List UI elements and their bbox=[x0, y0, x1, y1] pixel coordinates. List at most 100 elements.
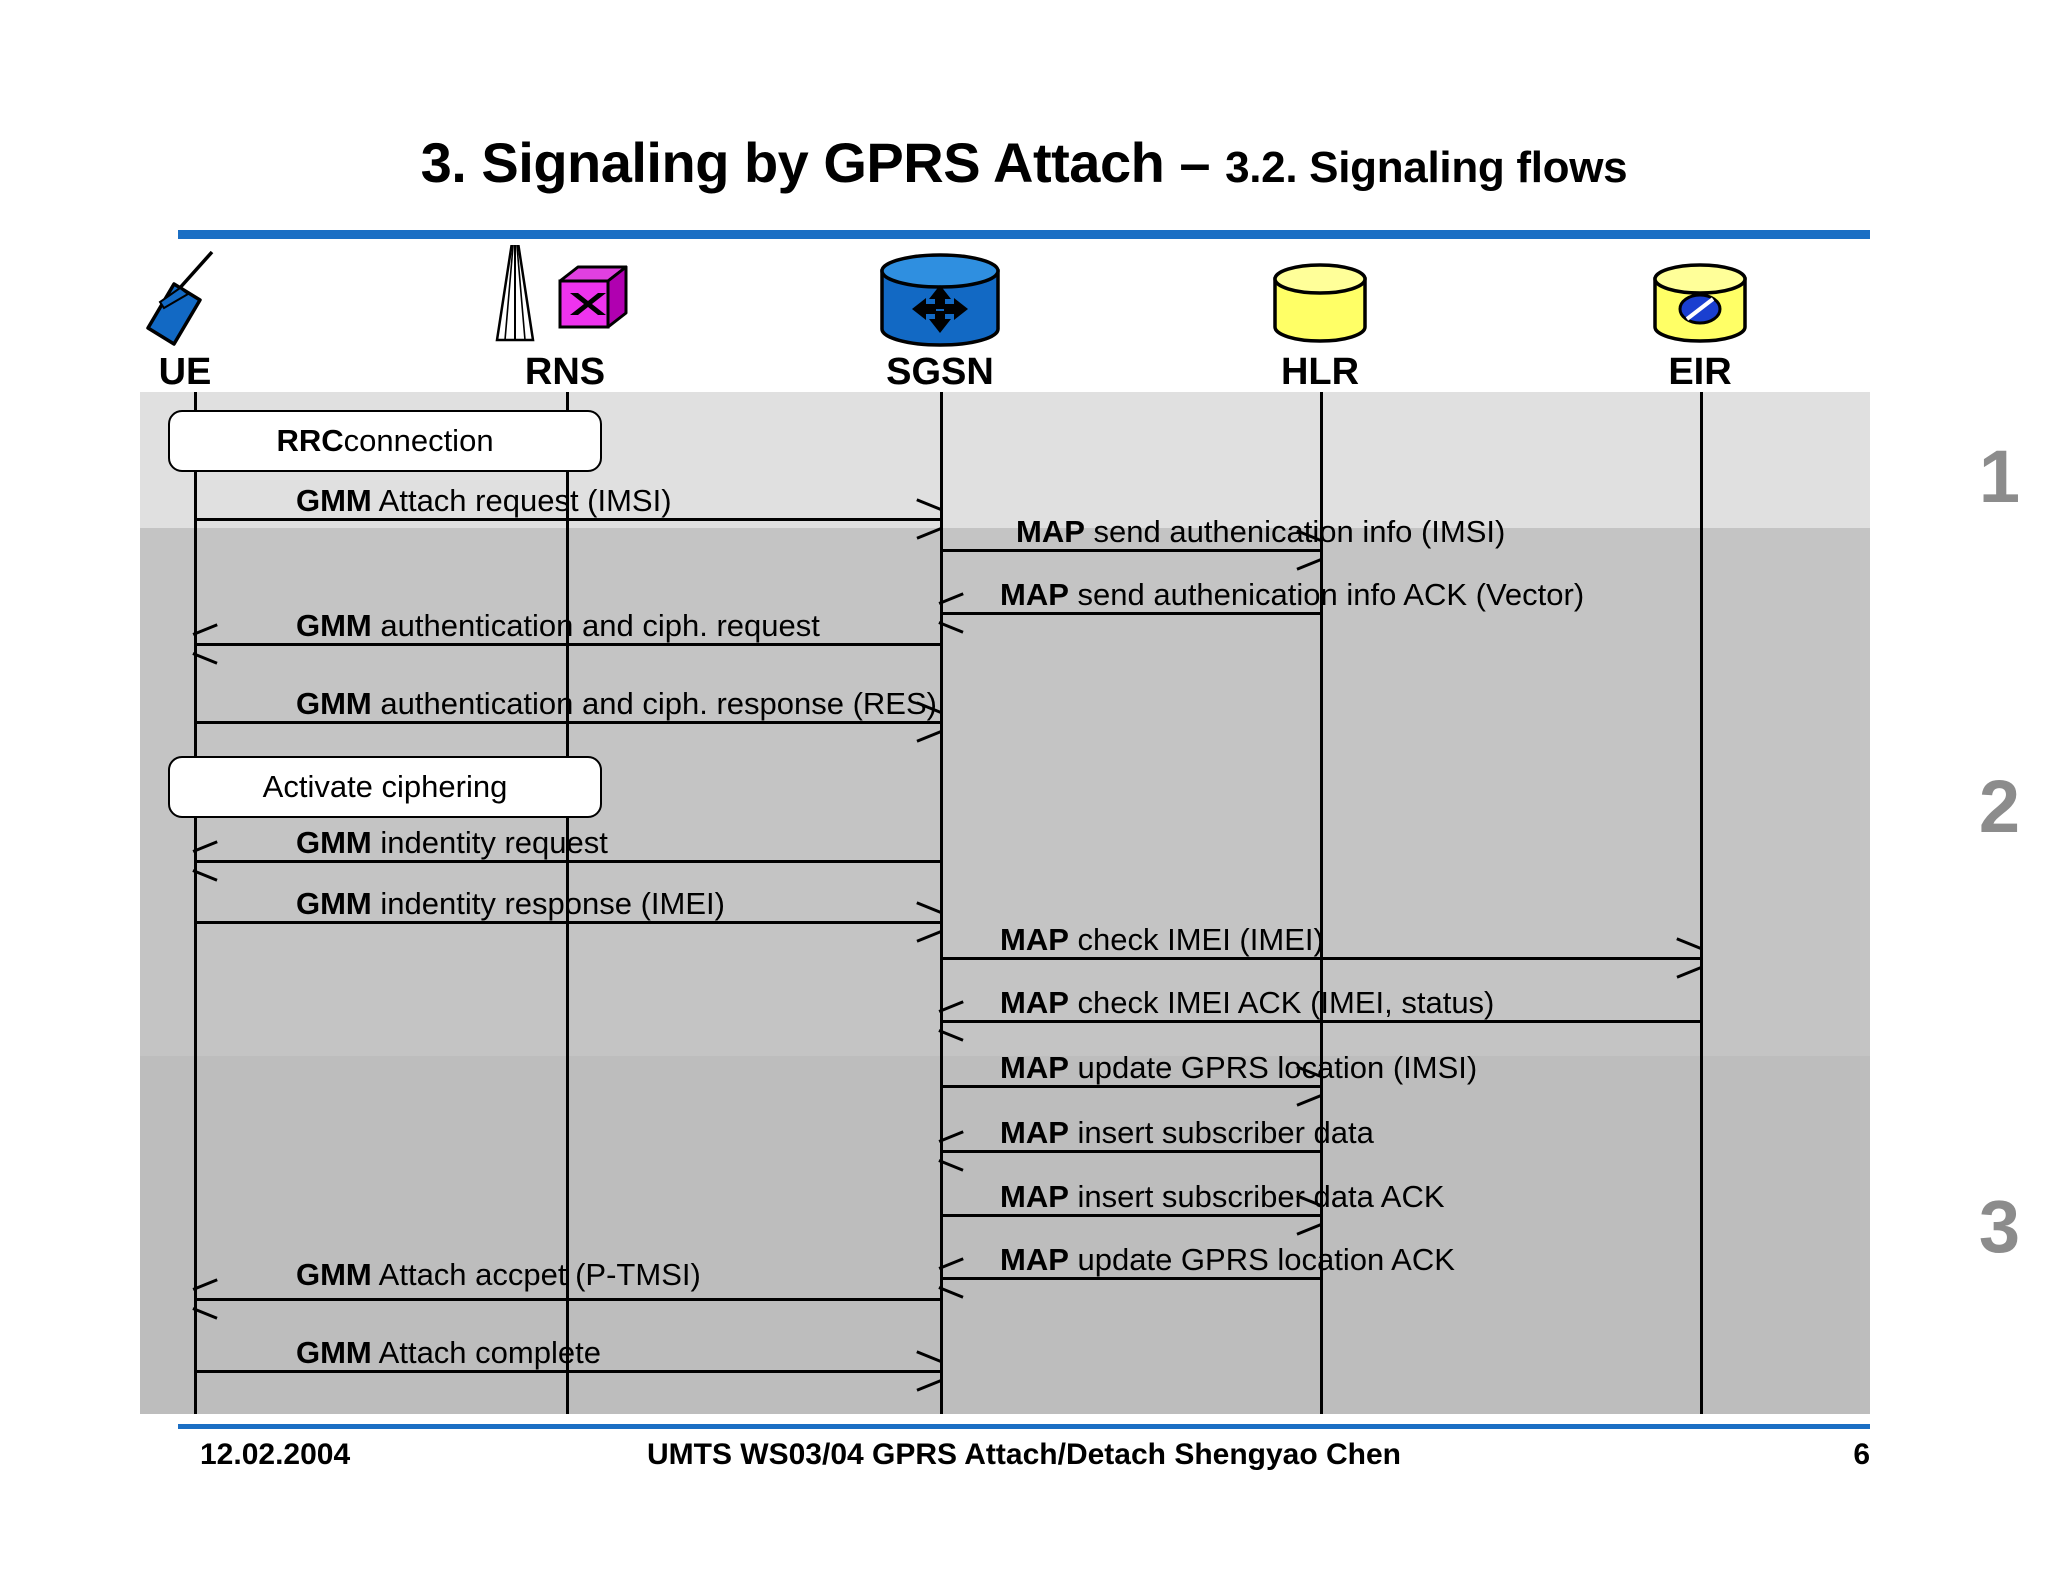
antenna-tower-icon bbox=[465, 245, 665, 350]
message-arrow-13 bbox=[192, 1278, 940, 1320]
message-arrow-8 bbox=[938, 1000, 1700, 1042]
message-arrow-1 bbox=[940, 529, 1322, 571]
node-eir: EIR bbox=[1600, 245, 1800, 394]
message-name-8: check IMEI ACK (IMEI, status) bbox=[1068, 985, 1495, 1020]
footer-center-text: UMTS WS03/04 GPRS Attach/Detach Shengyao… bbox=[646, 1438, 1402, 1471]
message-protocol-2: MAP bbox=[1000, 577, 1069, 612]
lifeline-rns bbox=[566, 392, 569, 1414]
title-divider-rule bbox=[178, 230, 1870, 239]
arrowhead-right-icon bbox=[1295, 1065, 1322, 1107]
page-title: 3. Signaling by GPRS Attach – 3.2. Signa… bbox=[0, 130, 2048, 195]
phase-number-3: 3 bbox=[1978, 1185, 2020, 1268]
message-label-0: GMM Attach request (IMSI) bbox=[296, 484, 672, 518]
arrowhead-right-icon bbox=[1295, 1194, 1322, 1236]
page-title-main: 3. Signaling by GPRS Attach – bbox=[420, 131, 1226, 194]
message-protocol-1: MAP bbox=[1016, 514, 1085, 549]
message-arrow-7 bbox=[940, 937, 1702, 979]
message-name-10: insert subscriber data bbox=[1068, 1115, 1374, 1150]
eir-database-icon bbox=[1600, 245, 1800, 350]
arrowhead-right-icon bbox=[915, 498, 942, 540]
arrowhead-right-icon bbox=[915, 701, 942, 743]
sgsn-database-icon bbox=[840, 245, 1040, 350]
message-name-2: send authenication info ACK (Vector) bbox=[1068, 577, 1585, 612]
message-label-4: GMM authentication and ciph. response (R… bbox=[296, 687, 937, 721]
arrowhead-right-icon bbox=[1295, 529, 1322, 571]
footer-date: 12.02.2004 bbox=[200, 1438, 351, 1471]
lifeline-sgsn bbox=[940, 392, 943, 1414]
node-label-eir: EIR bbox=[1668, 351, 1732, 393]
message-label-3: GMM authentication and ciph. request bbox=[296, 609, 820, 643]
arrowhead-left-icon bbox=[192, 623, 219, 665]
message-protocol-11: MAP bbox=[1000, 1179, 1069, 1214]
message-label-5: GMM indentity request bbox=[296, 826, 608, 860]
node-label-ue: UE bbox=[158, 351, 212, 393]
message-name-3: authentication and ciph. request bbox=[371, 608, 820, 643]
node-sgsn: SGSN bbox=[840, 245, 1040, 394]
message-protocol-14: GMM bbox=[296, 1335, 372, 1370]
arrowhead-left-icon bbox=[938, 1130, 965, 1172]
procedure-box-rrc-connection: RRC connection bbox=[168, 410, 602, 472]
message-name-13: Attach accpet (P-TMSI) bbox=[371, 1257, 701, 1292]
phase-band-3 bbox=[140, 1056, 1870, 1414]
message-label-10: MAP insert subscriber data bbox=[1000, 1116, 1374, 1150]
message-arrow-0 bbox=[194, 498, 942, 540]
message-arrow-9 bbox=[940, 1065, 1322, 1107]
message-name-7: check IMEI (IMEI) bbox=[1068, 922, 1324, 957]
arrowhead-right-icon bbox=[1675, 937, 1702, 979]
page-title-sub: 3.2. Signaling flows bbox=[1225, 143, 1628, 192]
message-protocol-8: MAP bbox=[1000, 985, 1069, 1020]
lifeline-ue bbox=[194, 392, 197, 1414]
message-name-4: authentication and ciph. response (RES) bbox=[371, 686, 937, 721]
arrowhead-left-icon bbox=[192, 1278, 219, 1320]
message-name-12: update GPRS location ACK bbox=[1068, 1242, 1455, 1277]
message-label-6: GMM indentity response (IMEI) bbox=[296, 887, 725, 921]
message-protocol-10: MAP bbox=[1000, 1115, 1069, 1150]
message-name-5: indentity request bbox=[371, 825, 608, 860]
node-label-rns: RNS bbox=[524, 351, 606, 393]
message-label-14: GMM Attach complete bbox=[296, 1336, 601, 1370]
footer-page-number: 6 bbox=[1853, 1438, 1870, 1471]
phase-number-2: 2 bbox=[1978, 765, 2020, 848]
node-label-sgsn: SGSN bbox=[886, 351, 994, 393]
lifeline-hlr bbox=[1320, 392, 1323, 1414]
hlr-database-icon bbox=[1220, 245, 1420, 350]
message-label-13: GMM Attach accpet (P-TMSI) bbox=[296, 1258, 701, 1292]
message-arrow-2 bbox=[938, 592, 1320, 634]
message-protocol-5: GMM bbox=[296, 825, 372, 860]
message-protocol-0: GMM bbox=[296, 483, 372, 518]
footer-divider-rule bbox=[178, 1424, 1870, 1429]
message-label-7: MAP check IMEI (IMEI) bbox=[1000, 923, 1324, 957]
message-name-9: update GPRS location (IMSI) bbox=[1068, 1050, 1478, 1085]
mobile-phone-icon bbox=[85, 245, 285, 350]
message-label-8: MAP check IMEI ACK (IMEI, status) bbox=[1000, 986, 1494, 1020]
message-label-1: MAP send authenication info (IMSI) bbox=[1016, 515, 1505, 549]
node-ue: UE bbox=[85, 245, 285, 394]
message-label-11: MAP insert subscriber data ACK bbox=[1000, 1180, 1445, 1214]
arrowhead-left-icon bbox=[938, 592, 965, 634]
message-name-6: indentity response (IMEI) bbox=[371, 886, 725, 921]
procedure-label-bold: RRC bbox=[276, 423, 344, 458]
procedure-box-activate-ciphering: Activate ciphering bbox=[168, 756, 602, 818]
message-arrow-12 bbox=[938, 1257, 1320, 1299]
message-arrow-3 bbox=[192, 623, 940, 665]
message-arrow-11 bbox=[940, 1194, 1322, 1236]
message-label-9: MAP update GPRS location (IMSI) bbox=[1000, 1051, 1477, 1085]
message-protocol-7: MAP bbox=[1000, 922, 1069, 957]
arrowhead-left-icon bbox=[938, 1000, 965, 1042]
node-hlr: HLR bbox=[1220, 245, 1420, 394]
message-protocol-4: GMM bbox=[296, 686, 372, 721]
arrowhead-right-icon bbox=[915, 901, 942, 943]
message-protocol-12: MAP bbox=[1000, 1242, 1069, 1277]
message-label-2: MAP send authenication info ACK (Vector) bbox=[1000, 578, 1584, 612]
message-name-14: Attach complete bbox=[371, 1335, 601, 1370]
message-name-0: Attach request (IMSI) bbox=[371, 483, 672, 518]
message-arrow-6 bbox=[194, 901, 942, 943]
arrowhead-right-icon bbox=[915, 1350, 942, 1392]
lifeline-eir bbox=[1700, 392, 1703, 1414]
node-rns: RNS bbox=[465, 245, 665, 394]
message-protocol-9: MAP bbox=[1000, 1050, 1069, 1085]
message-arrow-4 bbox=[194, 701, 942, 743]
message-protocol-6: GMM bbox=[296, 886, 372, 921]
phase-number-1: 1 bbox=[1978, 435, 2020, 518]
message-label-12: MAP update GPRS location ACK bbox=[1000, 1243, 1455, 1277]
